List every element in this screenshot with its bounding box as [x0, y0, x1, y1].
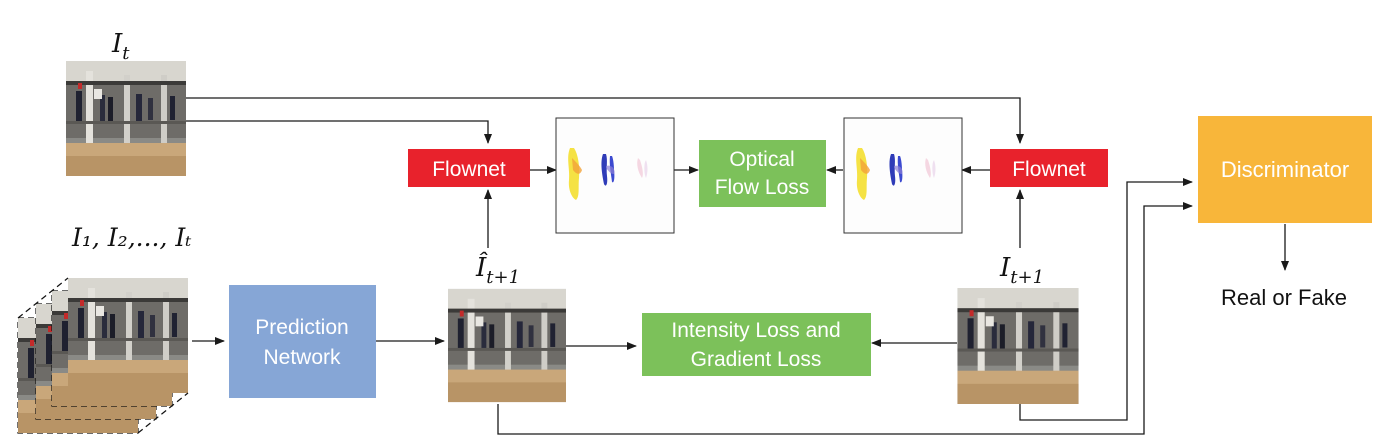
frame-it1: It+1: [957, 253, 1079, 404]
intensity-loss-label-2: Gradient Loss: [691, 348, 822, 371]
prediction-network-box: Prediction Network: [229, 285, 376, 398]
input-sequence: I₁, I₂,..., Iₜ: [17, 223, 191, 434]
flownet-right-label: Flownet: [1012, 158, 1086, 181]
arrow-it1-to-discriminator: [1019, 178, 1193, 421]
flownet-left-label: Flownet: [432, 158, 506, 181]
label-it1: It+1: [999, 253, 1044, 288]
intensity-loss-label-1: Intensity Loss and: [671, 319, 840, 342]
prediction-network-label-2: Network: [263, 346, 341, 369]
flowmap-left: [555, 117, 675, 234]
connectors: [186, 97, 1289, 435]
flownet-right-box: Flownet: [990, 149, 1108, 187]
video-frame-icon: [957, 288, 1079, 404]
optical-flow-map-icon: [844, 118, 962, 233]
frame-it: It: [66, 29, 186, 176]
frame-ihat: Ît+1: [448, 251, 566, 403]
optical-flow-map-icon: [556, 118, 674, 233]
label-it: It: [111, 29, 130, 64]
arrow-it-to-flownet-left: [186, 120, 492, 144]
arrow-ihat-to-discriminator: [497, 202, 1193, 435]
discriminator-box: Discriminator: [1198, 116, 1372, 223]
flownet-left-box: Flownet: [408, 149, 530, 187]
prediction-network-label-1: Prediction: [255, 316, 348, 339]
optical-flow-loss-box: Optical Flow Loss: [699, 140, 826, 207]
video-frame-icon: [448, 288, 566, 403]
label-sequence: I₁, I₂,..., Iₜ: [71, 223, 191, 252]
output-label: Real or Fake: [1221, 285, 1347, 310]
arrow-it-to-flownet-right: [186, 97, 1024, 144]
optical-flow-loss-label-2: Flow Loss: [715, 176, 810, 199]
intensity-gradient-loss-box: Intensity Loss and Gradient Loss: [642, 313, 871, 376]
flowmap-right: [843, 117, 963, 234]
label-ihat: Ît+1: [475, 251, 520, 288]
discriminator-label: Discriminator: [1221, 157, 1349, 182]
video-frame-icon: [68, 278, 188, 393]
video-frame-icon: [66, 61, 186, 176]
frame-stack: [17, 277, 189, 434]
optical-flow-loss-label-1: Optical: [729, 148, 794, 171]
